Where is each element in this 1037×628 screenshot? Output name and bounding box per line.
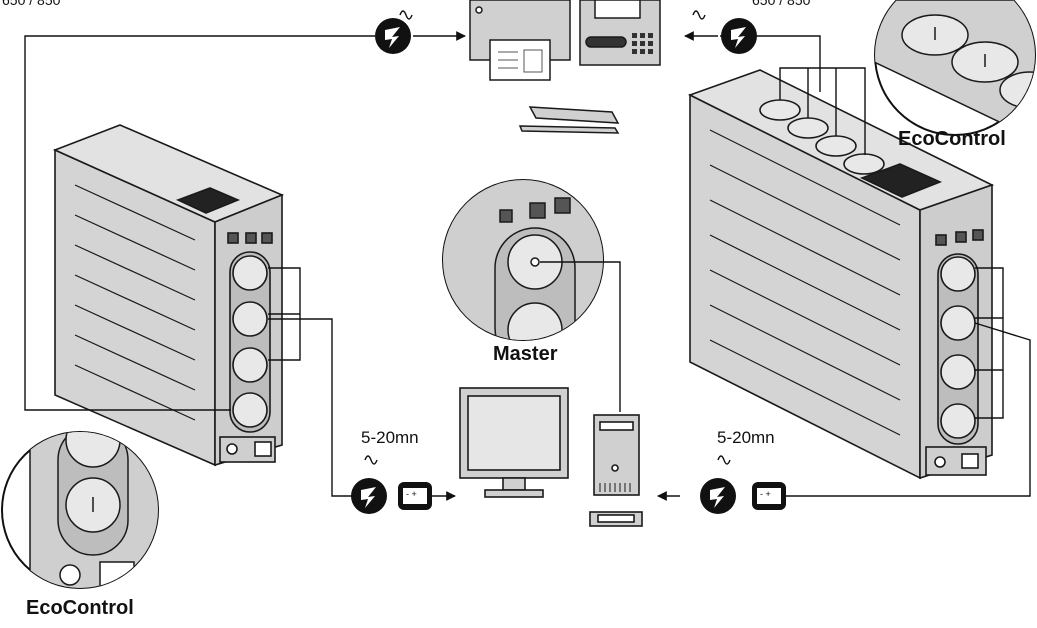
- svg-text:- +: - +: [760, 489, 771, 499]
- ups-left-outlets: [229, 251, 271, 433]
- ac-wave-icon: [717, 455, 731, 465]
- ups-left-port-usb: [227, 232, 239, 244]
- ecocontrol-zoom-bottom-left: [1, 431, 159, 589]
- pc-tower: [589, 414, 643, 527]
- ups-right-front-outlets: [937, 253, 979, 445]
- ups-right-top-outlets: [759, 99, 885, 175]
- monitor: [459, 387, 569, 498]
- connection-lines: [24, 31, 1031, 501]
- cropped-label-top-left: 650 / 850: [2, 0, 61, 8]
- ecocontrol-label-top-right: EcoControl: [898, 128, 1006, 150]
- master-label: Master: [493, 343, 558, 365]
- line-left-to-printer: [24, 35, 375, 411]
- surge-protection-icon: [351, 478, 387, 514]
- ups-right-grooves: [709, 129, 901, 436]
- svg-text:- +: - +: [406, 489, 417, 499]
- battery-icon: - +: [398, 482, 432, 510]
- ecocontrol-label-bottom-left: EcoControl: [26, 597, 134, 619]
- ups-left: [52, 124, 285, 467]
- surge-protection-icon: [375, 18, 411, 54]
- ecocontrol-zoom-top-right: [874, 0, 1036, 136]
- master-zoom: [442, 179, 604, 341]
- ups-right-vent: [859, 163, 943, 198]
- cropped-label-top-right: 650 / 850: [752, 0, 811, 8]
- surge-protection-icon: [700, 478, 736, 514]
- ups-left-port-b: [261, 232, 273, 244]
- timer-label-left: 5-20mn: [361, 428, 419, 447]
- ac-wave-icon: [399, 10, 413, 20]
- ac-wave-icon: [364, 455, 378, 465]
- battery-icon: - +: [752, 482, 786, 510]
- scanner-tray: [518, 106, 620, 134]
- fax-machine: [579, 0, 661, 66]
- ups-left-port-a: [245, 232, 257, 244]
- ups-right: [687, 69, 995, 480]
- ups-left-vent: [175, 187, 241, 214]
- printer: [469, 0, 571, 81]
- ac-wave-icon: [692, 10, 706, 20]
- ups-left-grooves: [74, 184, 196, 421]
- timer-label-right: 5-20mn: [717, 428, 775, 447]
- surge-protection-icon: [721, 18, 757, 54]
